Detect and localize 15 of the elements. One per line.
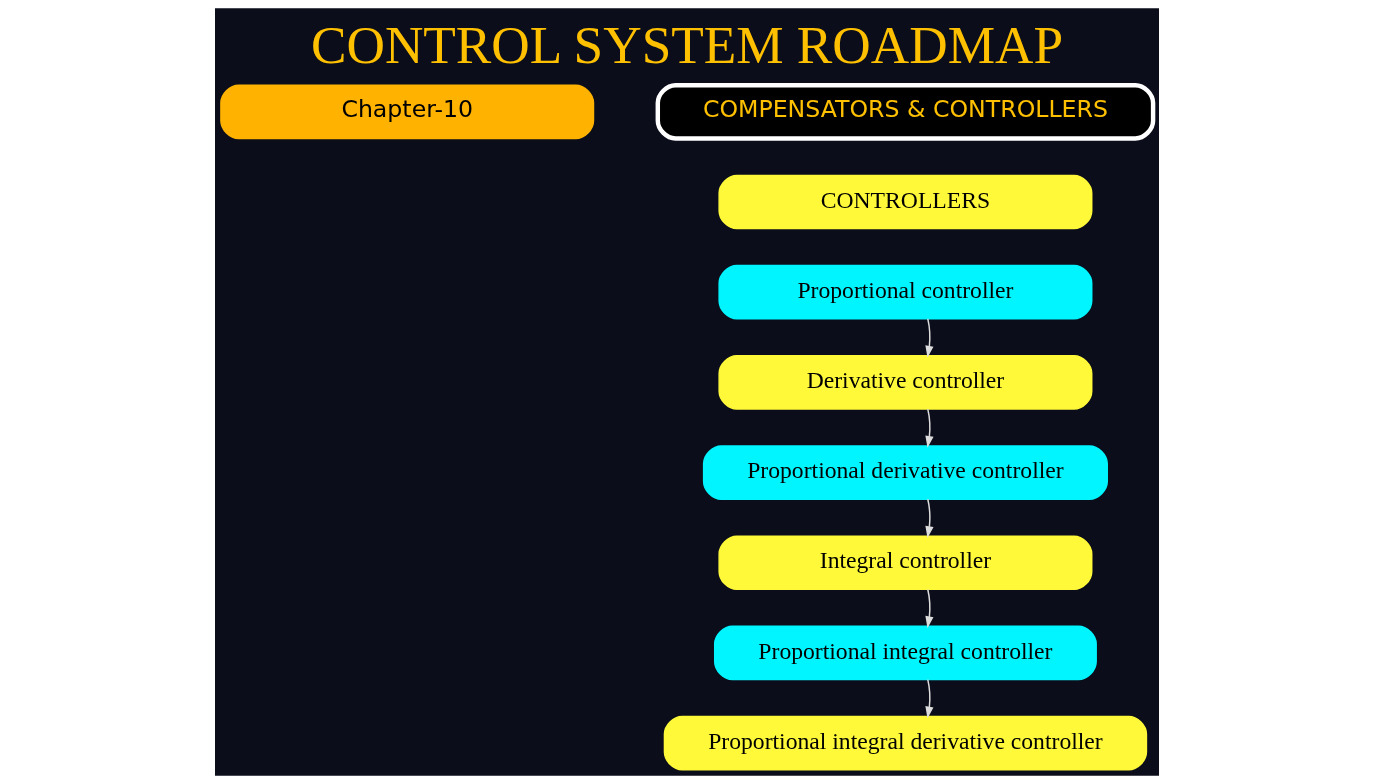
- arrow: [924, 588, 934, 629]
- arrow: [924, 498, 934, 539]
- arrow: [924, 678, 934, 719]
- arrow: [924, 318, 934, 358]
- node-box: Proportional controller: [717, 264, 1092, 320]
- node-box: Chapter-10: [219, 84, 594, 140]
- node-box: Derivative controller: [717, 355, 1092, 410]
- node-box: Integral controller: [717, 535, 1092, 591]
- arrow: [924, 408, 934, 448]
- diagram-title: CONTROL SYSTEM ROADMAP: [310, 15, 1063, 75]
- node-box: Proportional derivative controller: [702, 445, 1108, 500]
- node-box: CONTROLLERS: [717, 174, 1092, 230]
- node-box: COMPENSATORS & CONTROLLERS: [655, 83, 1155, 141]
- node-box: Proportional integral derivative controller: [663, 715, 1147, 771]
- node-box: Proportional integral controller: [713, 625, 1097, 681]
